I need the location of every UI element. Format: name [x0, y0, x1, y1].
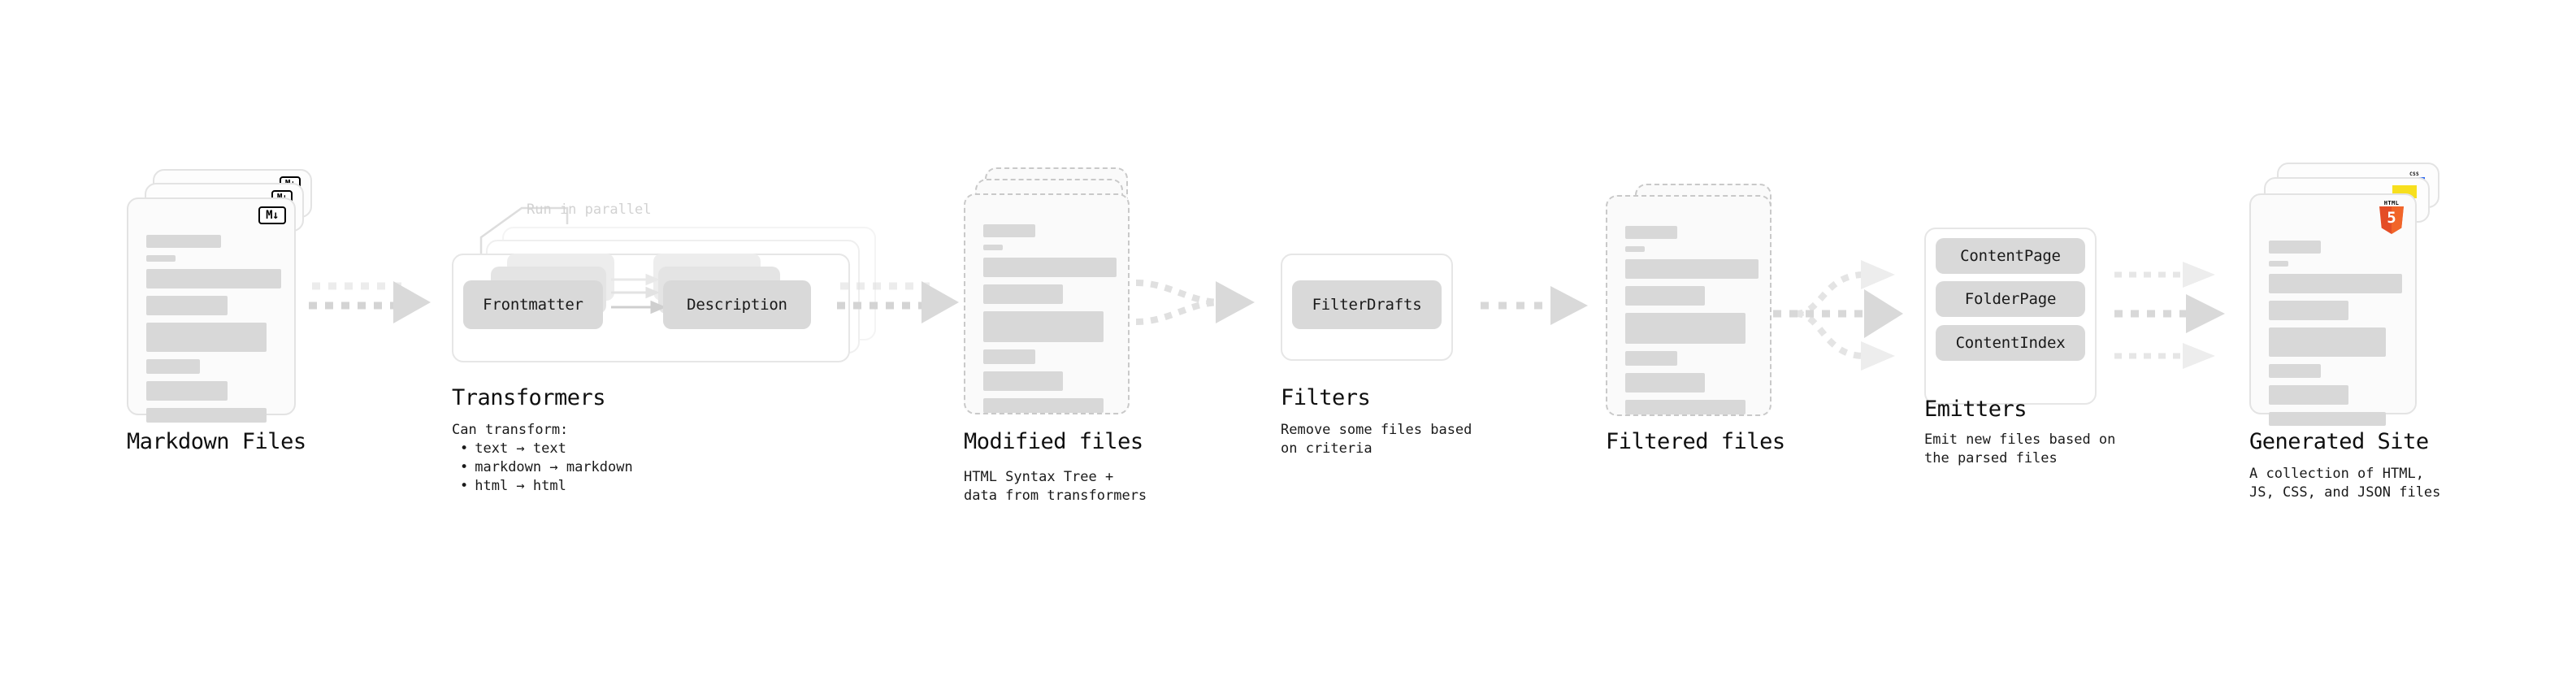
connector-filters-to-filtered [1479, 283, 1617, 332]
skeleton-bar [2269, 301, 2348, 320]
site-card-front: HTML 5 [2249, 193, 2417, 426]
connector-transformers-to-modified [837, 273, 983, 330]
skeleton-bars [146, 235, 281, 430]
emitter-chip-folderpage[interactable]: FolderPage [1936, 281, 2085, 317]
skeleton-bar [2269, 261, 2288, 267]
transformer-parallel-arrows [611, 273, 700, 332]
skeleton-bar [1625, 313, 1746, 344]
skeleton-bar [146, 381, 228, 401]
skeleton-bar [1625, 286, 1705, 306]
bullet-item: markdown → markdown [460, 458, 632, 477]
modified-card-front [964, 193, 1130, 414]
skeleton-bar [1625, 351, 1677, 366]
run-in-parallel-label: Run in parallel [527, 202, 652, 218]
skeleton-bar [146, 269, 281, 288]
html5-icon: HTML 5 [2378, 200, 2405, 236]
skeleton-bar [983, 245, 1003, 250]
transformers-caption: Can transform: [452, 422, 569, 438]
skeleton-bar [2269, 241, 2321, 254]
skeleton-bar [983, 258, 1117, 277]
stage-caption-emitters: Emit new files based on the parsed files [1924, 432, 2116, 466]
skeleton-bar [983, 224, 1035, 237]
bullet-item: text → text [460, 440, 633, 458]
stage-title-transformers: Transformers [452, 385, 606, 410]
skeleton-bar [1625, 400, 1746, 414]
skeleton-bar [1625, 246, 1645, 252]
css-badge-label: CSS [2409, 171, 2419, 177]
html5-shield-shape: 5 [2379, 206, 2404, 234]
skeleton-bars [983, 224, 1117, 420]
html5-badge-number: 5 [2387, 209, 2396, 227]
connector-emitters-to-site [2113, 236, 2267, 398]
skeleton-bar [1625, 226, 1677, 239]
emitter-chip-contentpage[interactable]: ContentPage [1936, 238, 2085, 274]
skeleton-bar [2269, 412, 2386, 426]
stage-title-filtered-files: Filtered files [1606, 429, 1785, 454]
filtered-card-front [1606, 195, 1772, 416]
skeleton-bar [983, 311, 1104, 342]
stage-caption-modified-files: HTML Syntax Tree + data from transformer… [964, 469, 1147, 504]
skeleton-bar [2269, 364, 2321, 378]
stage-caption-generated-site: A collection of HTML, JS, CSS, and JSON … [2249, 466, 2441, 501]
stage-title-generated-site: Generated Site [2249, 429, 2429, 454]
skeleton-bar [2269, 385, 2348, 405]
bullet-item: html → html [460, 477, 633, 496]
transformers-bullet-list: text → text markdown → markdown html → h… [452, 440, 633, 496]
transformer-chip-description[interactable]: Description [663, 280, 811, 329]
skeleton-bar [983, 371, 1063, 391]
stage-caption-filters: Remove some files based on criteria [1281, 422, 1472, 457]
skeleton-bar [2269, 327, 2386, 357]
markdown-card-front: M↓ [127, 197, 296, 423]
skeleton-bar [146, 235, 221, 248]
emitter-chip-contentindex[interactable]: ContentIndex [1936, 325, 2085, 361]
stage-title-filters: Filters [1281, 385, 1371, 410]
markdown-badge: M↓ [258, 206, 286, 224]
skeleton-bar [1625, 259, 1759, 279]
filter-chip-filterdrafts[interactable]: FilterDrafts [1292, 280, 1442, 329]
skeleton-bar [983, 398, 1104, 413]
connector-markdown-to-transformers [309, 273, 455, 330]
skeleton-bar [146, 323, 267, 352]
skeleton-bar [146, 255, 176, 262]
skeleton-bar [146, 359, 200, 374]
html5-badge-label: HTML [2383, 200, 2400, 206]
skeleton-bars [1625, 226, 1759, 422]
connector-modified-to-filters [1131, 262, 1286, 343]
skeleton-bar [1625, 373, 1705, 393]
skeleton-bar [146, 408, 267, 423]
skeleton-bar [983, 349, 1035, 364]
run-in-parallel-bracket [478, 198, 583, 271]
skeleton-bar [146, 296, 228, 315]
transformers-bullets: Can transform: text → text markdown → ma… [452, 421, 633, 496]
skeleton-bars [2269, 241, 2402, 433]
skeleton-bar [983, 284, 1063, 304]
stage-title-markdown-files: Markdown Files [127, 429, 306, 454]
connector-filtered-to-emitters [1773, 236, 1936, 398]
transformer-chip-frontmatter[interactable]: Frontmatter [463, 280, 603, 329]
stage-title-emitters: Emitters [1924, 397, 2027, 422]
stage-title-modified-files: Modified files [964, 429, 1143, 454]
skeleton-bar [2269, 274, 2402, 293]
